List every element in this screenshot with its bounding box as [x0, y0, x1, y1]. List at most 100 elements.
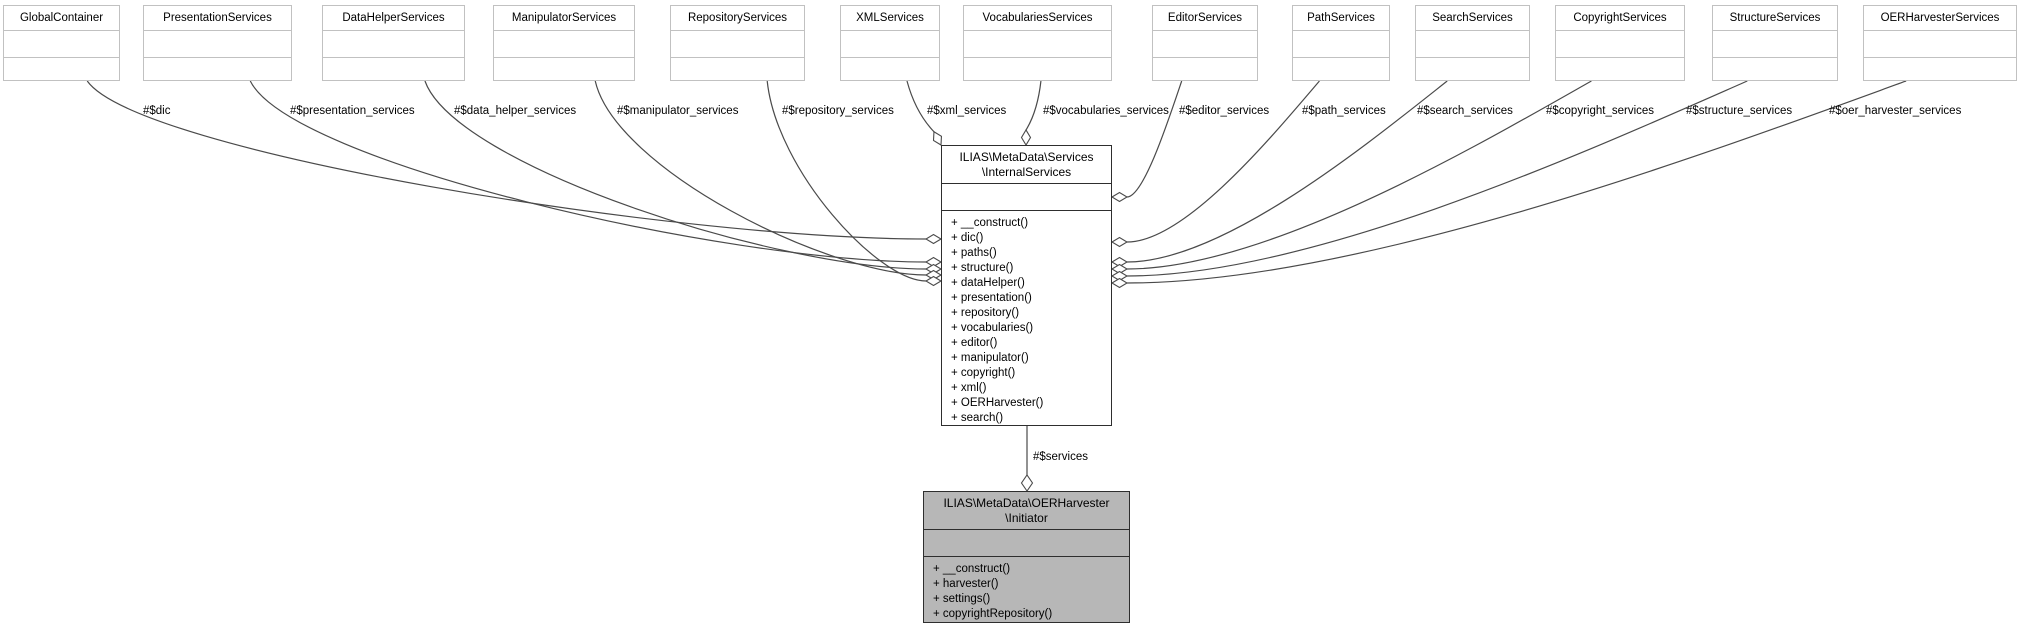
method: + __construct() [951, 217, 1029, 229]
class-box-path-services: PathServices [1292, 5, 1390, 81]
edge-label-manipulator-services: #$manipulator_services [617, 105, 739, 117]
class-title: OERHarvesterServices [1864, 6, 2016, 31]
aggregation-diamond [1110, 256, 1129, 268]
class-box-initiator: ILIAS\MetaData\OERHarvester \Initiator +… [923, 491, 1130, 623]
class-box-internal-services: ILIAS\MetaData\Services \InternalService… [941, 145, 1112, 426]
edge-label-vocabularies-services: #$vocabularies_services [1043, 105, 1169, 117]
class-title: SearchServices [1416, 6, 1529, 31]
edge-label-dic: #$dic [143, 105, 171, 117]
aggregation-diamond [924, 256, 943, 268]
operations-compartment [1153, 58, 1257, 80]
method: + repository() [951, 307, 1020, 319]
attributes-compartment [1556, 31, 1684, 58]
edge-vocabularies-services [1025, 80, 1042, 131]
class-box-repository-services: RepositoryServices [670, 5, 805, 81]
method: + __construct() [933, 563, 1011, 575]
class-box-presentation-services: PresentationServices [143, 5, 292, 81]
method: + OERHarvester() [951, 397, 1044, 409]
edge-structure-services [1126, 80, 1748, 277]
attributes-compartment [323, 31, 464, 58]
attributes-compartment [1713, 31, 1837, 58]
class-box-oer-harvester-services: OERHarvesterServices [1863, 5, 2017, 81]
class-title-line1: ILIAS\MetaData\Services [959, 149, 1094, 164]
attributes-compartment [1293, 31, 1389, 58]
edge-copyright-services [1126, 80, 1592, 270]
attributes-compartment [1416, 31, 1529, 58]
class-title: VocabulariesServices [964, 6, 1111, 31]
class-title: StructureServices [1713, 6, 1837, 31]
operations-compartment [144, 58, 291, 80]
operations-compartment [323, 58, 464, 80]
edge-dic [86, 80, 927, 240]
edge-label-search-services: #$search_services [1417, 105, 1513, 117]
edge-label-repository-services: #$repository_services [782, 105, 894, 117]
edge-xml-services [906, 80, 935, 133]
edge-oer-harvester-services [1126, 80, 1907, 284]
edge-manipulator-services [594, 80, 927, 276]
edge-editor-services [1126, 80, 1183, 198]
aggregation-diamond [1110, 191, 1129, 203]
operations-compartment: + __construct()+ harvester()+ settings()… [924, 557, 1129, 622]
method: + search() [951, 412, 1004, 424]
edge-label-structure-services: #$structure_services [1686, 105, 1793, 117]
class-title: PresentationServices [144, 6, 291, 31]
operations-compartment [964, 58, 1111, 80]
aggregation-diamond [924, 233, 943, 245]
operations-compartment [841, 58, 939, 80]
operations-compartment: + __construct() + dic() + paths() + structu… [942, 211, 1111, 426]
aggregation-diamond [1110, 270, 1129, 282]
attributes-compartment [671, 31, 804, 58]
class-title-line2: \InternalServices [981, 164, 1072, 179]
edge-label-presentation-services: #$presentation_services [290, 105, 415, 117]
method: + paths() [951, 247, 997, 259]
method: + vocabularies() [951, 322, 1034, 334]
attributes-compartment [4, 31, 119, 58]
edge-path-services [1126, 80, 1320, 243]
class-box-copyright-services: CopyrightServices [1555, 5, 1685, 81]
class-box-dic: GlobalContainer [3, 5, 120, 81]
operations-compartment [1713, 58, 1837, 80]
edge-label-copyright-services: #$copyright_services [1546, 105, 1655, 117]
operations-compartment [494, 58, 634, 80]
class-box-xml-services: XMLServices [840, 5, 940, 81]
attributes-compartment [144, 31, 291, 58]
attributes-compartment [924, 530, 1129, 557]
class-title: ManipulatorServices [494, 6, 634, 31]
attributes-compartment [841, 31, 939, 58]
edge-label-editor-services: #$editor_services [1179, 105, 1270, 117]
class-title: PathServices [1293, 6, 1389, 31]
class-box-manipulator-services: ManipulatorServices [493, 5, 635, 81]
attributes-compartment [494, 31, 634, 58]
method: + manipulator() [951, 352, 1029, 364]
class-title: ILIAS\MetaData\OERHarvester \Initiator [924, 492, 1129, 530]
aggregation-diamond [1020, 474, 1034, 492]
method: + editor() [951, 337, 998, 349]
attributes-compartment [1864, 31, 2016, 58]
method: + settings() [933, 593, 991, 605]
class-title: DataHelperServices [323, 6, 464, 31]
attributes-compartment [942, 184, 1111, 211]
operations-compartment [4, 58, 119, 80]
method: + structure() [951, 262, 1014, 274]
aggregation-diamond [1020, 128, 1032, 147]
class-title-line1: ILIAS\MetaData\OERHarvester [943, 495, 1110, 510]
method: + copyright() [951, 367, 1016, 379]
operations-compartment [1416, 58, 1529, 80]
class-box-search-services: SearchServices [1415, 5, 1530, 81]
method: + copyrightRepository() [933, 608, 1053, 620]
class-box-data-helper-services: DataHelperServices [322, 5, 465, 81]
class-title: XMLServices [841, 6, 939, 31]
method: + dic() [951, 232, 984, 244]
operations-compartment [1556, 58, 1684, 80]
method: + xml() [951, 382, 987, 394]
class-title: EditorServices [1153, 6, 1257, 31]
edge-label-data-helper-services: #$data_helper_services [454, 105, 577, 117]
class-title: CopyrightServices [1556, 6, 1684, 31]
edge-search-services [1126, 80, 1448, 263]
class-title: GlobalContainer [4, 6, 119, 31]
aggregation-diamond [932, 130, 943, 146]
class-box-editor-services: EditorServices [1152, 5, 1258, 81]
method: + presentation() [951, 292, 1032, 304]
attributes-compartment [1153, 31, 1257, 58]
